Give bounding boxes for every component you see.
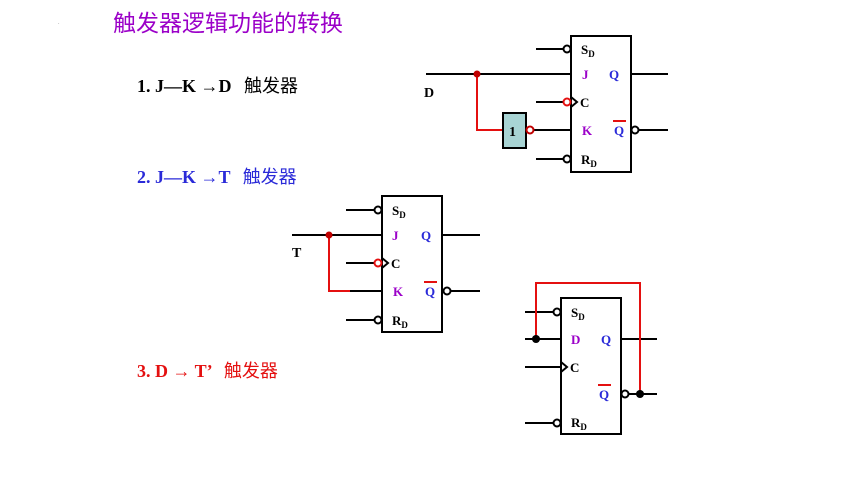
inversion-bubble xyxy=(562,154,572,164)
pin-q-bar: Q xyxy=(599,387,609,402)
pin-q-bar: Q xyxy=(614,123,624,138)
item-suffix: 触发器 xyxy=(244,76,298,97)
item-suffix: 触发器 xyxy=(223,361,278,382)
red-wire xyxy=(328,235,350,292)
item-number: 3. xyxy=(137,361,151,381)
pin-c: C xyxy=(580,95,589,110)
inversion-bubble xyxy=(552,307,562,317)
clock-arrow xyxy=(570,96,579,108)
junction-dot xyxy=(532,335,540,343)
pin-j: J xyxy=(392,228,399,243)
red-wire xyxy=(535,282,641,394)
pin-sd: SD xyxy=(581,42,595,59)
inversion-bubble xyxy=(525,125,535,135)
item-number: 1. xyxy=(137,76,151,96)
stray-dot: . xyxy=(58,20,60,26)
circuit-d-to-t-prime xyxy=(525,282,657,435)
item-d-to-t-prime: 3. D → T’ 触发器 xyxy=(137,357,278,383)
clock-arrow xyxy=(381,257,390,269)
inversion-bubble xyxy=(620,389,630,399)
pin-q: Q xyxy=(601,332,611,347)
pin-c: C xyxy=(570,360,579,375)
inverter-label: 1 xyxy=(509,125,516,140)
clock-arrow xyxy=(560,361,569,373)
item-jk-to-t: 2. J—K →T 触发器 xyxy=(137,163,297,189)
red-wire xyxy=(476,74,503,131)
junction-dot xyxy=(473,70,481,78)
inversion-bubble xyxy=(373,315,383,325)
inversion-bubble xyxy=(562,97,572,107)
pin-q: Q xyxy=(609,67,619,82)
pin-c: C xyxy=(391,256,400,271)
inversion-bubble xyxy=(552,418,562,428)
junction-dot xyxy=(325,231,333,239)
inversion-bubble xyxy=(373,258,383,268)
junction-dot xyxy=(636,390,644,398)
pin-rd: RD xyxy=(581,152,597,169)
pin-sd: SD xyxy=(571,305,585,322)
item-formula: J—K →D xyxy=(155,76,232,96)
pin-j: J xyxy=(582,67,589,82)
pin-d: D xyxy=(571,332,580,347)
inversion-bubble xyxy=(373,205,383,215)
pin-k: K xyxy=(393,284,404,299)
pin-rd: RD xyxy=(392,313,408,330)
pin-q: Q xyxy=(421,228,431,243)
inversion-bubble xyxy=(562,44,572,54)
pin-sd: SD xyxy=(392,203,406,220)
item-jk-to-d: 1. J—K →D 触发器 xyxy=(137,72,298,98)
inversion-bubble xyxy=(630,125,640,135)
item-number: 2. xyxy=(137,167,151,187)
item-formula: D → T’ xyxy=(155,361,212,381)
input-label-d: D xyxy=(424,86,434,101)
circuit-jk-to-t xyxy=(292,195,480,333)
pin-q-bar: Q xyxy=(425,284,435,299)
page-title: 触发器逻辑功能的转换 xyxy=(113,11,343,37)
item-suffix: 触发器 xyxy=(242,167,297,188)
pin-rd: RD xyxy=(571,415,587,432)
pin-k: K xyxy=(582,123,593,138)
input-label-t: T xyxy=(292,246,302,261)
item-formula: J—K →T xyxy=(155,167,231,187)
inversion-bubble xyxy=(442,286,452,296)
circuit-jk-to-d xyxy=(426,35,668,173)
